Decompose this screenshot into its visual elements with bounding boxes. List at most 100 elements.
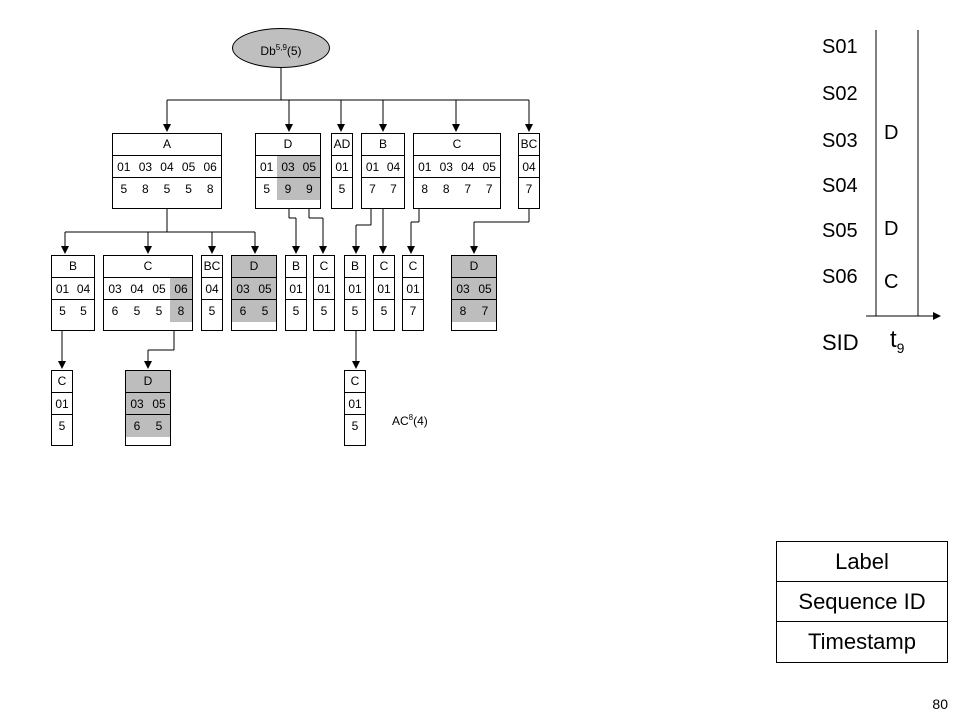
node-label: D [256, 134, 320, 156]
node-value-row: 5 [286, 300, 306, 322]
node-value-cell: 7 [525, 182, 533, 196]
node-value-cell: 7 [409, 304, 417, 318]
node-id-cell: 05 [298, 156, 320, 177]
node-label: C [314, 256, 334, 278]
node-id-cell: 05 [254, 278, 276, 299]
node-id-row: 01 [374, 278, 394, 300]
node-label: C [414, 134, 500, 156]
node-id-cell: 03 [126, 393, 148, 414]
node-value-cell: 8 [206, 182, 214, 196]
node-value-cell: 8 [452, 300, 474, 322]
node-value-cell: 8 [442, 182, 450, 196]
legend-timestamp: Timestamp [808, 629, 916, 654]
legend-label: Label [777, 542, 947, 582]
node-value-cell: 9 [277, 178, 299, 200]
node-id-row: 01 [345, 278, 365, 300]
sid-label: S04 [822, 175, 858, 197]
ac-caption-base: AC [392, 414, 409, 428]
node-value-cell: 7 [369, 182, 376, 196]
node-id-row: 01 [332, 156, 352, 178]
node-id-cell: 01 [348, 397, 362, 411]
node-id-cell: 04 [461, 160, 475, 174]
node-value-cell: 5 [254, 300, 276, 322]
node-value-row: 5 [345, 300, 365, 322]
node-id-row: 01 [403, 278, 423, 300]
node-label: C [345, 371, 365, 393]
node-id-cell: 03 [452, 278, 474, 299]
page-number: 80 [932, 696, 948, 712]
ac-caption-sup: 8 [408, 413, 414, 422]
time-sub: 9 [896, 339, 905, 356]
node-value-cell: 7 [474, 300, 496, 322]
node-label: AD [332, 134, 352, 156]
root-sup: 5,9 [275, 43, 287, 52]
node-label: D [232, 256, 276, 278]
node-id-cell: 01 [317, 282, 331, 296]
node-value-cell: 5 [155, 304, 163, 318]
node-id-row: 01 [52, 393, 72, 415]
node-id-row: 01 [286, 278, 306, 300]
node-value-cell: 6 [232, 300, 254, 322]
node-label: D [126, 371, 170, 393]
node-id-cell: 01 [117, 160, 131, 174]
node-value-cell: 6 [126, 415, 148, 437]
node-value-cell: 5 [351, 304, 359, 318]
sid-label: S01 [822, 36, 858, 58]
sid-label: S02 [822, 83, 858, 105]
node-label: C [104, 256, 192, 278]
node-id-cell: 05 [152, 282, 166, 296]
time-axis-label: t9 [890, 326, 904, 356]
node-id-cell: 01 [55, 282, 70, 296]
node-value-row: 5 [332, 178, 352, 200]
legend-box: Label Sequence ID Timestamp [776, 541, 948, 663]
node-id-cell: 04 [130, 282, 144, 296]
node-value-cell: 5 [59, 304, 66, 318]
node-label: B [286, 256, 306, 278]
node-id-cell: 05 [148, 393, 170, 414]
root-base: Db [260, 44, 276, 58]
node-value-cell: 9 [298, 178, 320, 200]
node-label: BC [519, 134, 539, 156]
node-ad: AD 01 5 [331, 133, 353, 209]
node-label: D [452, 256, 496, 278]
node-id-cell: 03 [277, 156, 299, 177]
node-id-cell: 01 [348, 282, 362, 296]
node-id-cell: 04 [522, 160, 536, 174]
node-value-cell: 7 [390, 182, 397, 196]
node-id-row: 01 [345, 393, 365, 415]
sid-label: S06 [822, 266, 858, 288]
node-value-row: 5 [52, 415, 72, 437]
node-id-cell: 04 [386, 160, 401, 174]
node-label: C [52, 371, 72, 393]
timeline-value: C [884, 271, 899, 293]
node-id-cell: 05 [482, 160, 496, 174]
node-value-cell: 5 [380, 304, 388, 318]
node-value-cell: 5 [208, 304, 216, 318]
ac-caption-arg: (4) [413, 414, 428, 428]
node-label: C [403, 256, 423, 278]
node-label: A [113, 134, 221, 156]
node-id-cell: 06 [170, 278, 192, 299]
node-id-cell: 01 [335, 160, 349, 174]
